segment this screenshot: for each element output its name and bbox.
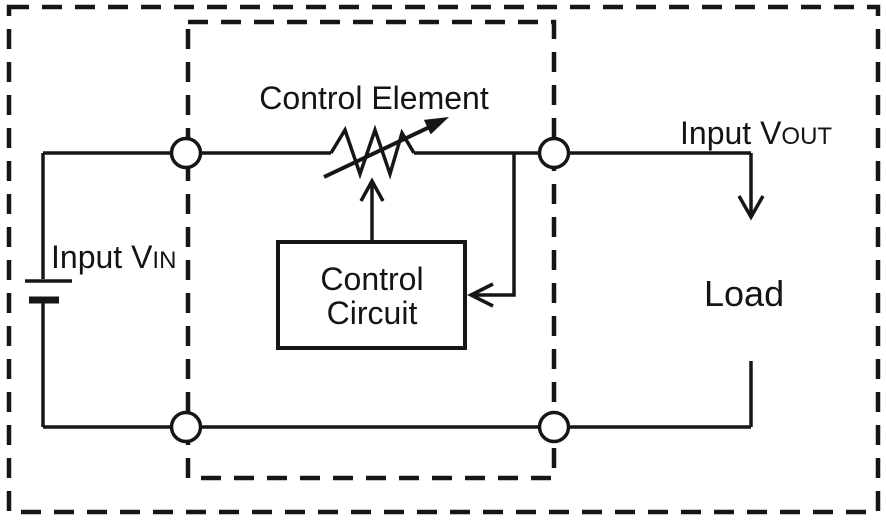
feedback-path	[474, 153, 516, 297]
feedback-arrow	[467, 153, 516, 308]
input-vin-label: Input VIN	[51, 239, 176, 275]
control-circuit-box	[276, 240, 467, 350]
output-arrow	[737, 153, 765, 221]
input-vin-prefix: Input V	[51, 239, 153, 275]
control-element-label: Control Element	[259, 80, 489, 116]
input-vin-subscript: IN	[152, 247, 176, 274]
regulator-dashed-boundary	[185, 19, 557, 481]
resistor-arrowhead	[423, 117, 449, 135]
junction-node-bottom-right	[537, 410, 571, 444]
output-vout-prefix: Input V	[680, 115, 782, 151]
feedback-arrowhead	[467, 282, 494, 308]
output-vout-label: Input VOUT	[680, 115, 832, 151]
control-circuit-label-line2: Circuit	[327, 295, 418, 331]
control-drive-arrow	[359, 177, 385, 242]
junction-node-top-right	[537, 136, 571, 170]
outer-dashed-boundary	[6, 4, 881, 515]
variable-resistor-icon	[323, 117, 449, 180]
drive-arrowhead	[359, 177, 385, 202]
load-label: Load	[704, 273, 784, 314]
resistor-zigzag	[329, 124, 416, 180]
battery-icon	[25, 279, 72, 304]
junction-node-bottom-left	[169, 410, 203, 444]
junction-node-top-left	[169, 136, 203, 170]
control-circuit-label-line1: Control	[320, 261, 423, 297]
output-arrowhead	[737, 195, 765, 221]
resistor-diagonal-arrow	[323, 122, 437, 179]
output-vout-subscript: OUT	[781, 123, 832, 150]
